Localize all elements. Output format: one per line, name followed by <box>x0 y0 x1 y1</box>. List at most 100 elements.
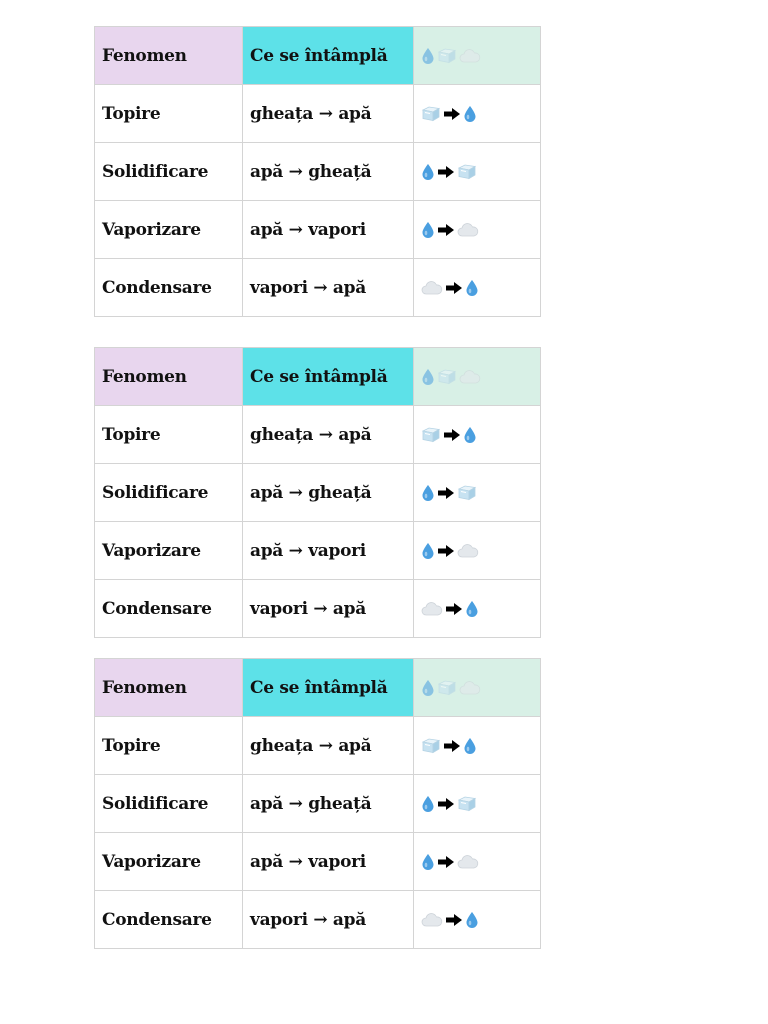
drop-icon <box>465 600 479 618</box>
cloud-icon <box>421 280 443 296</box>
states-of-matter-table: Fenomen Ce se întâmplă Topire gheața → a… <box>94 347 541 638</box>
row-icons <box>413 716 541 775</box>
cloud-icon <box>421 912 443 928</box>
row-description: vapori → apă <box>242 258 414 317</box>
table-header-row: Fenomen Ce se întâmplă <box>94 347 541 406</box>
arrow-right-icon <box>437 855 455 869</box>
row-icons <box>413 832 541 891</box>
ice-cube-icon <box>457 795 477 812</box>
row-phenomenon: Vaporizare <box>94 521 243 580</box>
ice-cube-icon <box>457 484 477 501</box>
states-of-matter-table: Fenomen Ce se întâmplă Topire gheața → a… <box>94 658 541 949</box>
row-icons <box>413 84 541 143</box>
drop-icon <box>463 426 477 444</box>
drop-icon <box>421 221 435 239</box>
drop-icon <box>421 853 435 871</box>
arrow-right-icon <box>437 486 455 500</box>
row-icons <box>413 521 541 580</box>
row-description: apă → vapori <box>242 521 414 580</box>
table-row: Solidificare apă → gheață <box>94 463 541 522</box>
row-phenomenon: Solidificare <box>94 774 243 833</box>
arrow-right-icon <box>437 165 455 179</box>
header-icons <box>413 658 541 717</box>
row-phenomenon: Condensare <box>94 890 243 949</box>
header-icons <box>413 347 541 406</box>
ice-cube-icon <box>421 105 441 122</box>
cloud-icon <box>421 601 443 617</box>
row-icons <box>413 579 541 638</box>
drop-icon <box>421 163 435 181</box>
header-description: Ce se întâmplă <box>242 347 414 406</box>
row-phenomenon: Vaporizare <box>94 200 243 259</box>
cloud-icon <box>459 680 481 696</box>
table-row: Solidificare apă → gheață <box>94 142 541 201</box>
row-description: vapori → apă <box>242 579 414 638</box>
arrow-right-icon <box>445 281 463 295</box>
cloud-icon <box>457 854 479 870</box>
table-row: Vaporizare apă → vapori <box>94 521 541 580</box>
table-row: Solidificare apă → gheață <box>94 774 541 833</box>
row-icons <box>413 890 541 949</box>
table-row: Condensare vapori → apă <box>94 579 541 638</box>
cloud-icon <box>459 369 481 385</box>
ice-cube-icon <box>457 163 477 180</box>
arrow-right-icon <box>443 107 461 121</box>
ice-cube-icon <box>437 679 457 696</box>
cloud-icon <box>457 543 479 559</box>
table-header-row: Fenomen Ce se întâmplă <box>94 26 541 85</box>
header-phenomenon: Fenomen <box>94 347 243 406</box>
ice-cube-icon <box>437 47 457 64</box>
cloud-icon <box>459 48 481 64</box>
row-icons <box>413 142 541 201</box>
states-of-matter-table: Fenomen Ce se întâmplă Topire gheața → a… <box>94 26 541 317</box>
header-description: Ce se întâmplă <box>242 658 414 717</box>
row-description: gheața → apă <box>242 405 414 464</box>
row-phenomenon: Solidificare <box>94 463 243 522</box>
drop-icon <box>421 368 435 386</box>
row-description: vapori → apă <box>242 890 414 949</box>
row-phenomenon: Topire <box>94 405 243 464</box>
row-description: gheața → apă <box>242 84 414 143</box>
table-row: Vaporizare apă → vapori <box>94 200 541 259</box>
drop-icon <box>421 795 435 813</box>
row-icons <box>413 774 541 833</box>
table-row: Topire gheața → apă <box>94 84 541 143</box>
arrow-right-icon <box>437 544 455 558</box>
row-description: apă → vapori <box>242 832 414 891</box>
arrow-right-icon <box>443 739 461 753</box>
row-icons <box>413 463 541 522</box>
row-description: gheața → apă <box>242 716 414 775</box>
header-phenomenon: Fenomen <box>94 26 243 85</box>
row-description: apă → gheață <box>242 774 414 833</box>
row-phenomenon: Solidificare <box>94 142 243 201</box>
table-row: Topire gheața → apă <box>94 716 541 775</box>
row-phenomenon: Topire <box>94 84 243 143</box>
arrow-right-icon <box>437 223 455 237</box>
table-header-row: Fenomen Ce se întâmplă <box>94 658 541 717</box>
row-phenomenon: Condensare <box>94 258 243 317</box>
drop-icon <box>463 105 477 123</box>
arrow-right-icon <box>443 428 461 442</box>
row-phenomenon: Vaporizare <box>94 832 243 891</box>
row-phenomenon: Topire <box>94 716 243 775</box>
arrow-right-icon <box>437 797 455 811</box>
table-row: Condensare vapori → apă <box>94 258 541 317</box>
table-row: Condensare vapori → apă <box>94 890 541 949</box>
row-icons <box>413 258 541 317</box>
row-description: apă → vapori <box>242 200 414 259</box>
ice-cube-icon <box>421 737 441 754</box>
ice-cube-icon <box>437 368 457 385</box>
row-description: apă → gheață <box>242 463 414 522</box>
row-phenomenon: Condensare <box>94 579 243 638</box>
drop-icon <box>421 484 435 502</box>
arrow-right-icon <box>445 602 463 616</box>
header-phenomenon: Fenomen <box>94 658 243 717</box>
cloud-icon <box>457 222 479 238</box>
header-description: Ce se întâmplă <box>242 26 414 85</box>
drop-icon <box>421 679 435 697</box>
row-icons <box>413 405 541 464</box>
drop-icon <box>421 542 435 560</box>
drop-icon <box>465 911 479 929</box>
drop-icon <box>465 279 479 297</box>
row-icons <box>413 200 541 259</box>
